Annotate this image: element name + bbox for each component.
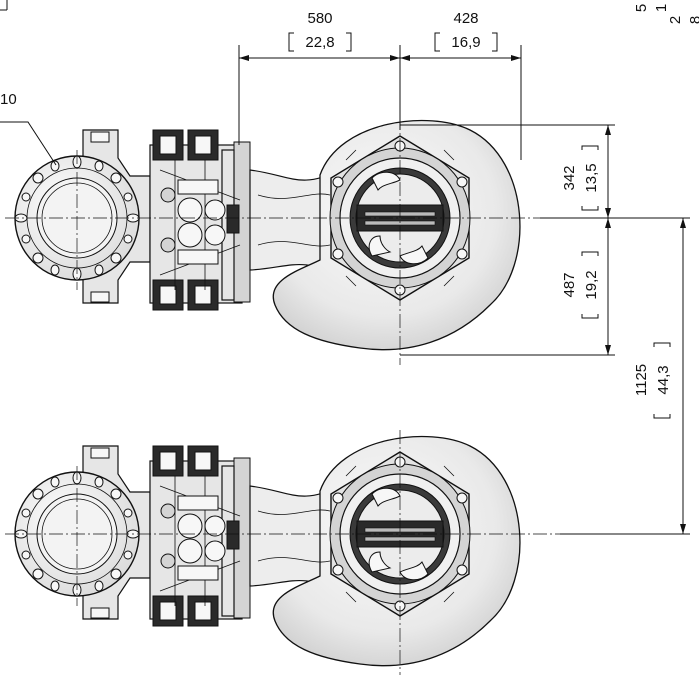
leader-top-left [0,0,57,166]
dim-partial-10: 10 [0,91,17,108]
dim-580-inch: 22,8 [305,34,334,51]
dim-487-inch: 19,2 [583,270,600,299]
dim-342-mm: 342 [561,165,578,190]
dim-428-inch: 16,9 [451,34,480,51]
dim-label-428: 428 16,9 [434,10,498,52]
dim-label-580: 580 22,8 [288,10,352,52]
corner-2-inch: 8 [687,16,699,24]
corner-2-mm: 2 [667,16,684,24]
dim-label-1125: 1125 44,3 [633,364,672,396]
corner-1-mm: 5 [633,4,650,12]
robot-upper-view [14,119,521,351]
dim-label-top-left-partial: 10 [0,91,17,108]
dim-label-487: 487 19,2 [561,270,600,299]
dim-label-corner-1: 5 1 [633,4,670,12]
robot-lower-view [14,435,521,667]
dim-487-mm: 487 [561,272,578,297]
dimension-lines [239,55,686,534]
dim-1125-mm: 1125 [633,364,650,396]
corner-1-inch: 1 [653,4,670,12]
extension-lines [238,45,690,535]
dim-342-inch: 13,5 [583,163,600,192]
dim-label-corner-2: 2 8 [667,16,699,24]
dim-428-mm: 428 [453,10,478,27]
dim-1125-inch: 44,3 [655,365,672,394]
dim-label-342: 342 13,5 [561,163,600,192]
dim-580-mm: 580 [307,10,332,27]
